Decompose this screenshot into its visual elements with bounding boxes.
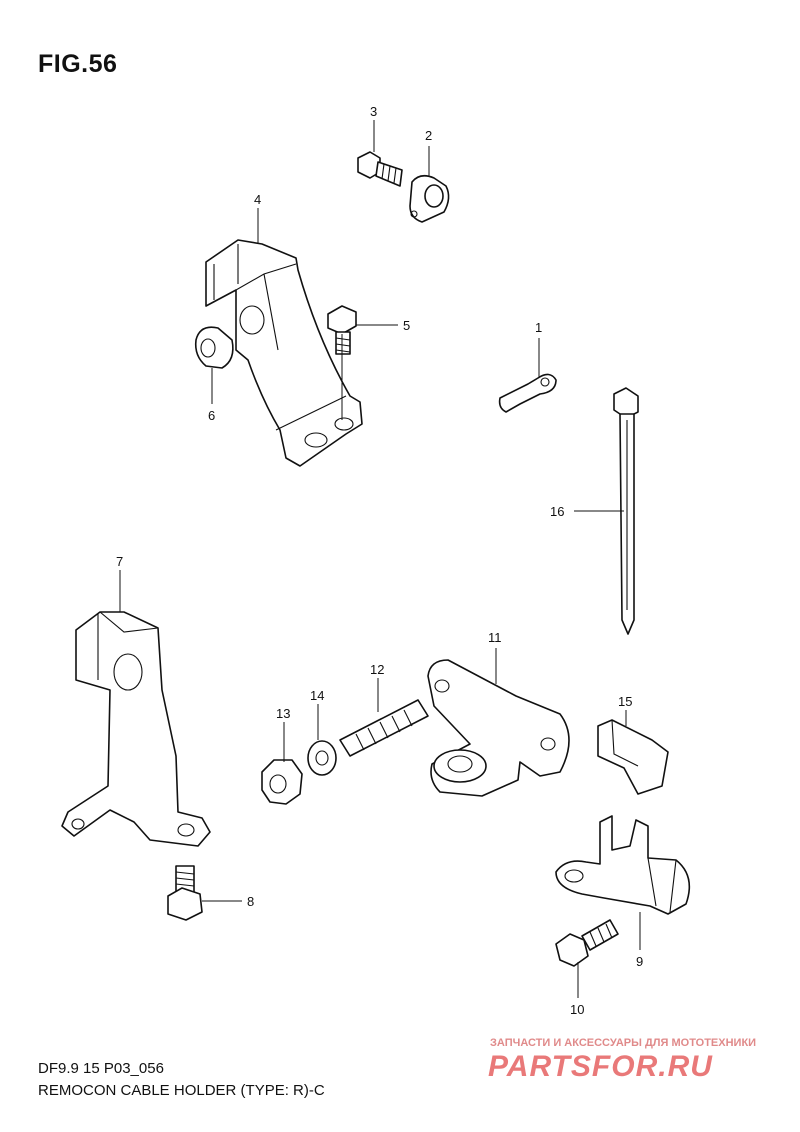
part-6-grommet xyxy=(194,326,234,369)
callout-3: 3 xyxy=(370,104,377,119)
part-12-stud xyxy=(339,699,429,757)
part-11-plate xyxy=(427,659,570,797)
part-7-bracket xyxy=(61,611,211,847)
model-code: DF9.9 15 P03_056 xyxy=(38,1060,164,1077)
part-8-bolt xyxy=(167,865,203,921)
callout-14: 14 xyxy=(310,688,324,703)
callout-6: 6 xyxy=(208,408,215,423)
part-5-bolt xyxy=(327,305,357,355)
part-1-terminal xyxy=(498,373,557,413)
part-13-nut xyxy=(261,759,303,805)
callout-1: 1 xyxy=(535,320,542,335)
callout-8: 8 xyxy=(247,894,254,909)
part-3-bolt xyxy=(357,151,403,187)
callout-4: 4 xyxy=(254,192,261,207)
leader-5 xyxy=(341,324,398,420)
callout-9: 9 xyxy=(636,954,643,969)
part-14-washer xyxy=(307,740,337,776)
part-15-clip xyxy=(597,719,669,795)
callout-16: 16 xyxy=(550,504,564,519)
part-2-clamp xyxy=(409,174,450,223)
callout-11: 11 xyxy=(488,630,502,645)
part-16-cable-tie xyxy=(613,387,639,635)
figure-description: REMOCON CABLE HOLDER (TYPE: R)-C xyxy=(38,1082,325,1099)
figure-title: FIG.56 xyxy=(38,50,118,78)
callout-13: 13 xyxy=(276,706,290,721)
callout-5: 5 xyxy=(403,318,410,333)
watermark-logo: PARTSFOR.RU xyxy=(488,1050,713,1083)
callout-10: 10 xyxy=(570,1002,584,1017)
callout-2: 2 xyxy=(425,128,432,143)
callout-15: 15 xyxy=(618,694,632,709)
callout-7: 7 xyxy=(116,554,123,569)
part-10-bolt xyxy=(555,919,619,967)
watermark-tagline: ЗАПЧАСТИ И АКСЕССУАРЫ ДЛЯ МОТОТЕХНИКИ xyxy=(490,1037,757,1049)
callout-12: 12 xyxy=(370,662,384,677)
part-4-bracket xyxy=(205,239,363,467)
part-9-bracket xyxy=(555,815,691,915)
